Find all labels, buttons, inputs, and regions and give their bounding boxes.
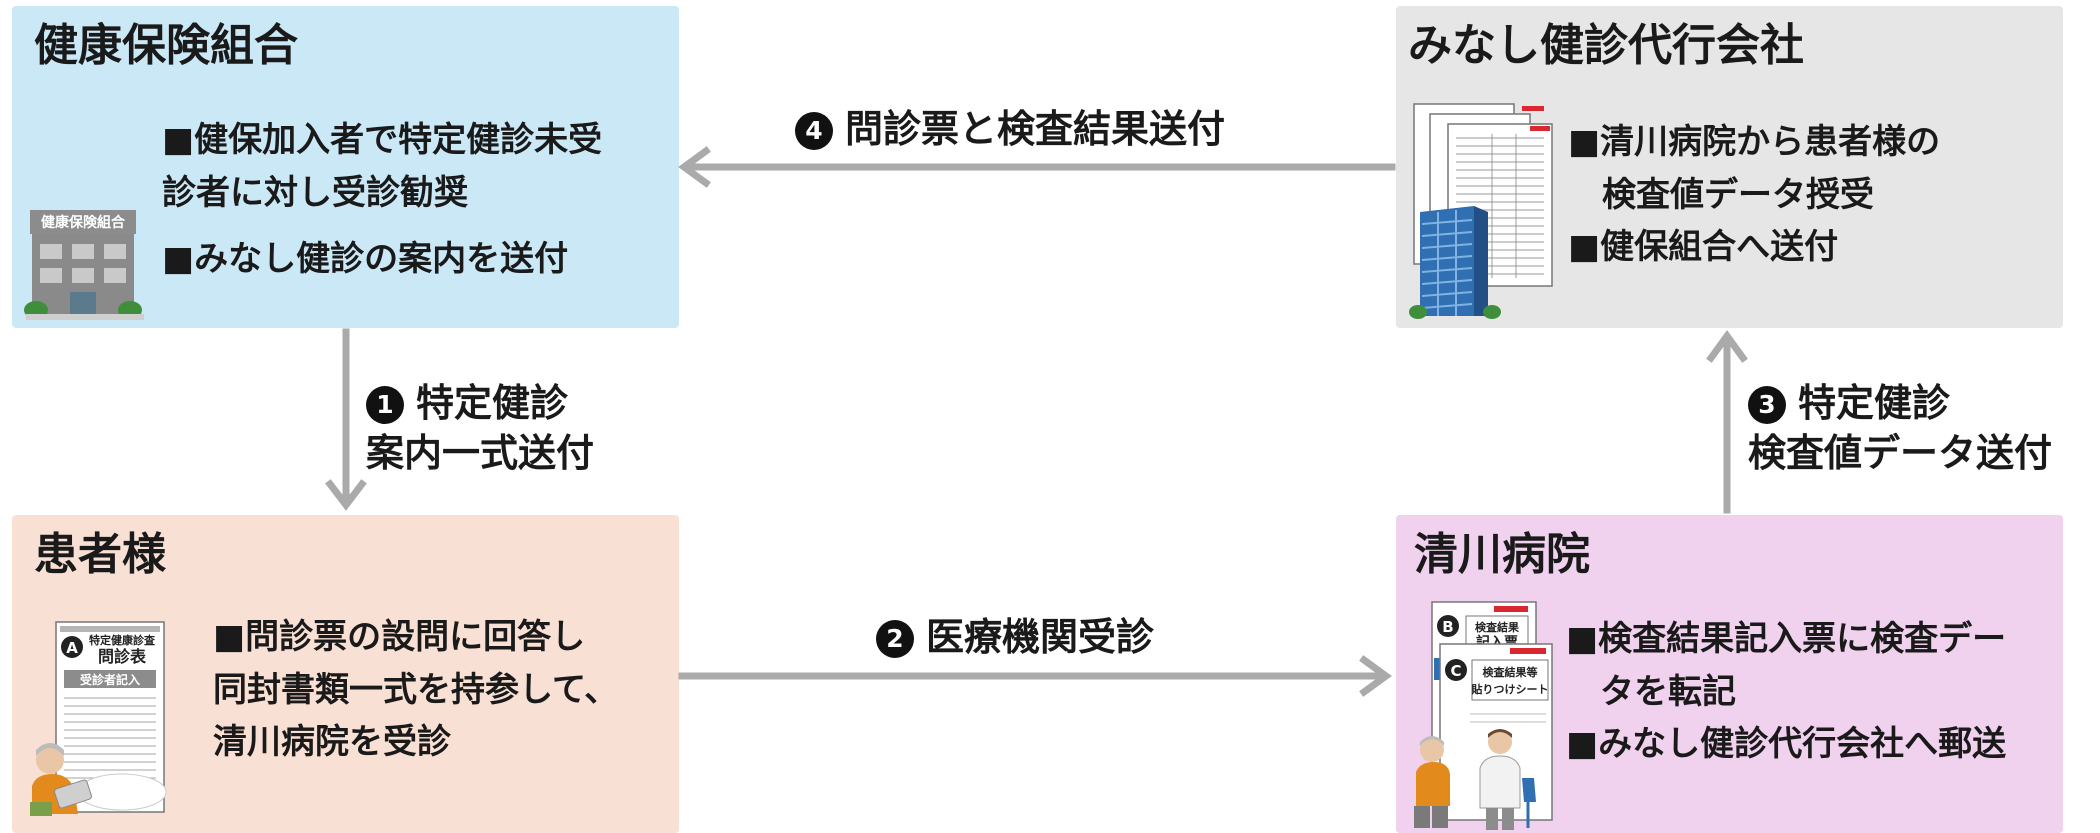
- doctor-consultation-icon: [1414, 729, 1536, 830]
- elderly-person-icon: [30, 743, 92, 816]
- insurer-line-1: ■健保加入者で特定健診未受: [162, 120, 603, 160]
- patient-line-2: 同封書類一式を持参して、: [213, 669, 619, 710]
- arrow-3-head: [1706, 330, 1748, 363]
- hospital-description: ■検査結果記入票に検査デー タを転記 ■みなし健診代行会社へ郵送: [1566, 613, 2006, 771]
- arrow-1-head: [325, 479, 367, 511]
- arrow-3-label: 3 特定健診 検査値データ送付: [1748, 378, 2052, 478]
- questionnaire-letter: A: [66, 639, 78, 657]
- record-sheet-letter: B: [1442, 618, 1453, 636]
- arrow-3-badge: 3: [1748, 386, 1786, 424]
- attachment-sheet-subtitle: 貼りつけシート: [1470, 682, 1548, 696]
- insurer-description: ■健保加入者で特定健診未受 診者に対し受診勧奨 ■みなし健診の案内を送付: [162, 114, 602, 286]
- office-tower-icon: [1409, 206, 1501, 319]
- patient-line-1: ■問診票の設問に回答し: [213, 617, 586, 657]
- attachment-sheet-letter: C: [1450, 662, 1461, 680]
- arrow-4-text: 問診票と検査結果送付: [845, 107, 1226, 151]
- patient-line-3: 清川病院を受診: [213, 722, 451, 763]
- patient-title: 患者様: [34, 529, 166, 580]
- arrow-2-badge: 2: [876, 620, 914, 658]
- insurer-building-icon: 健康保険組合: [24, 210, 144, 320]
- questionnaire-title: 特定健康診査: [89, 633, 155, 647]
- hospital-title: 清川病院: [1414, 529, 1590, 580]
- arrow-4-head: [678, 146, 711, 188]
- hospital-documents-icon: B 検査結果 記入票 C 検査結果等 貼りつけシート: [1414, 601, 1553, 830]
- insurer-title: 健康保険組合: [34, 20, 298, 71]
- arrow-2-label: 2 医療機関受診: [876, 612, 1154, 662]
- hospital-line-2: タを転記: [1566, 671, 1736, 712]
- arrow-4-badge: 4: [795, 112, 833, 150]
- attachment-sheet-title: 検査結果等: [1483, 665, 1538, 679]
- arrow-3-line-2: 検査値データ送付: [1748, 431, 2053, 476]
- insurer-line-2: 診者に対し受診勧奨: [162, 172, 468, 213]
- questionnaire-band: 受診者記入: [80, 672, 140, 687]
- arrow-1-line-1: 特定健診: [416, 381, 569, 425]
- questionnaire-subtitle: 問診表: [98, 647, 147, 666]
- agency-line-3: ■健保組合へ送付: [1568, 227, 1839, 268]
- arrow-1-line-2: 案内一式送付: [366, 431, 595, 476]
- hospital-line-3: ■みなし健診代行会社へ郵送: [1566, 724, 2007, 765]
- hospital-line-1: ■検査結果記入票に検査デー: [1566, 619, 2007, 659]
- agency-line-2: 検査値データ授受: [1568, 174, 1874, 215]
- insurer-line-3: ■みなし健診の案内を送付: [162, 239, 569, 280]
- arrow-1-badge: 1: [366, 386, 404, 424]
- patient-description: ■問診票の設問に回答し 同封書類一式を持参して、 清川病院を受診: [213, 611, 618, 769]
- arrow-3-line-1: 特定健診: [1798, 381, 1951, 425]
- patient-questionnaire-icon: A 特定健康診査 問診表 受診者記入: [30, 621, 167, 816]
- agency-title: みなし健診代行会社: [1408, 20, 1804, 71]
- record-sheet-title: 検査結果: [1475, 620, 1519, 634]
- agency-documents-icon: [1409, 103, 1553, 319]
- arrow-1-label: 1 特定健診 案内一式送付: [366, 378, 594, 478]
- agency-line-1: ■清川病院から患者様の: [1568, 122, 1941, 162]
- agency-description: ■清川病院から患者様の 検査値データ授受 ■健保組合へ送付: [1568, 116, 1940, 274]
- arrow-4-label: 4 問診票と検査結果送付: [795, 104, 1225, 154]
- arrow-2-text: 医療機関受診: [926, 615, 1155, 659]
- insurer-building-sign: 健康保険組合: [41, 214, 126, 231]
- arrow-2-head: [1359, 655, 1392, 697]
